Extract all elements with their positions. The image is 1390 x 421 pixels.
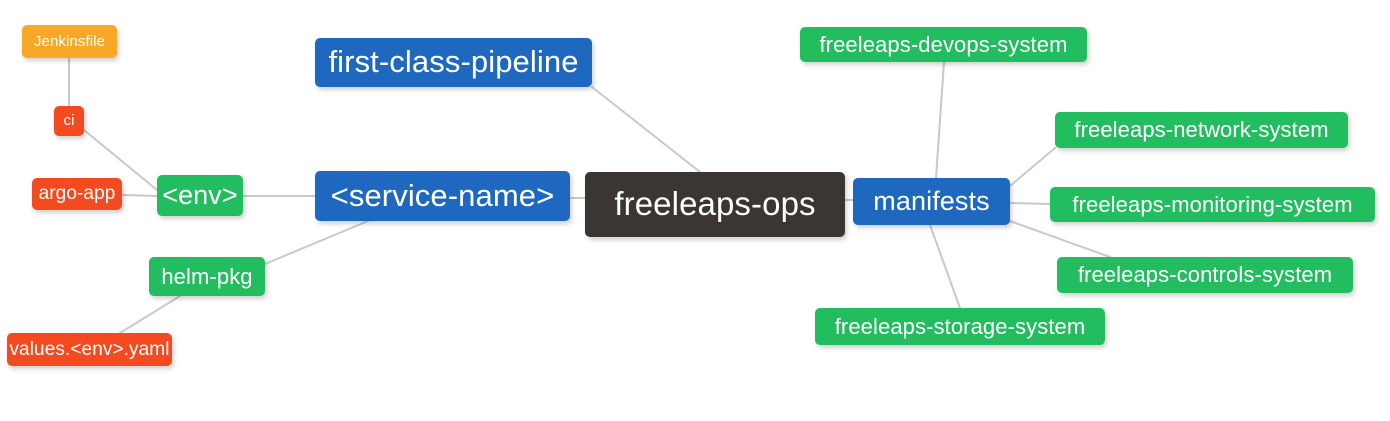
- mindmap-node-label: freeleaps-controls-system: [1077, 262, 1333, 288]
- mindmap-node-jenkinsfile[interactable]: Jenkinsfile: [22, 25, 117, 58]
- edge-manifests-to-devops-system: [935, 61, 945, 179]
- mindmap-node-argo-app[interactable]: argo-app: [32, 178, 122, 210]
- mindmap-node-label: Jenkinsfile: [33, 32, 106, 50]
- mindmap-node-first-class-pipeline[interactable]: first-class-pipeline: [315, 38, 592, 87]
- mindmap-node-helm-pkg[interactable]: helm-pkg: [149, 257, 265, 296]
- mindmap-node-network-system[interactable]: freeleaps-network-system: [1055, 112, 1348, 148]
- edge-values-yaml-to-helm-pkg: [119, 295, 181, 334]
- mindmap-node-freeleaps-ops[interactable]: freeleaps-ops: [585, 172, 845, 237]
- mindmap-node-monitoring-system[interactable]: freeleaps-monitoring-system: [1050, 187, 1375, 222]
- mindmap-node-manifests[interactable]: manifests: [853, 178, 1010, 225]
- mindmap-node-devops-system[interactable]: freeleaps-devops-system: [800, 27, 1087, 62]
- mindmap-node-ci[interactable]: ci: [54, 106, 84, 136]
- mindmap-node-label: manifests: [873, 186, 990, 217]
- mindmap-node-label: argo-app: [38, 183, 116, 205]
- mindmap-node-service-name[interactable]: <service-name>: [315, 171, 570, 221]
- edge-first-class-pipeline-to-freeleaps-ops: [591, 86, 701, 173]
- mindmap-node-label: values.<env>.yaml: [9, 338, 170, 360]
- mindmap-node-label: freeleaps-ops: [614, 185, 816, 223]
- edge-argo-app-to-env: [121, 194, 158, 197]
- mindmap-node-label: <service-name>: [330, 177, 555, 213]
- mindmap-node-storage-system[interactable]: freeleaps-storage-system: [815, 308, 1105, 345]
- mindmap-node-label: first-class-pipeline: [328, 44, 579, 80]
- mindmap-node-label: ci: [63, 112, 75, 130]
- edge-manifests-to-storage-system: [929, 224, 961, 309]
- edge-manifests-to-network-system: [1009, 147, 1056, 187]
- mindmap-node-label: <env>: [162, 180, 238, 211]
- edge-helm-pkg-to-service-name: [264, 220, 369, 265]
- mindmap-node-label: freeleaps-storage-system: [834, 313, 1086, 339]
- mindmap-node-label: freeleaps-devops-system: [819, 31, 1068, 57]
- edge-manifests-to-monitoring-system: [1009, 202, 1051, 205]
- mindmap-node-label: freeleaps-monitoring-system: [1072, 191, 1353, 217]
- mindmap-node-env[interactable]: <env>: [157, 175, 243, 216]
- mindmap-node-label: freeleaps-network-system: [1074, 117, 1329, 143]
- edge-manifests-to-controls-system: [1009, 220, 1111, 258]
- mindmap-node-label: helm-pkg: [161, 263, 253, 289]
- mindmap-node-values-yaml[interactable]: values.<env>.yaml: [7, 333, 172, 366]
- mindmap-node-controls-system[interactable]: freeleaps-controls-system: [1057, 257, 1353, 293]
